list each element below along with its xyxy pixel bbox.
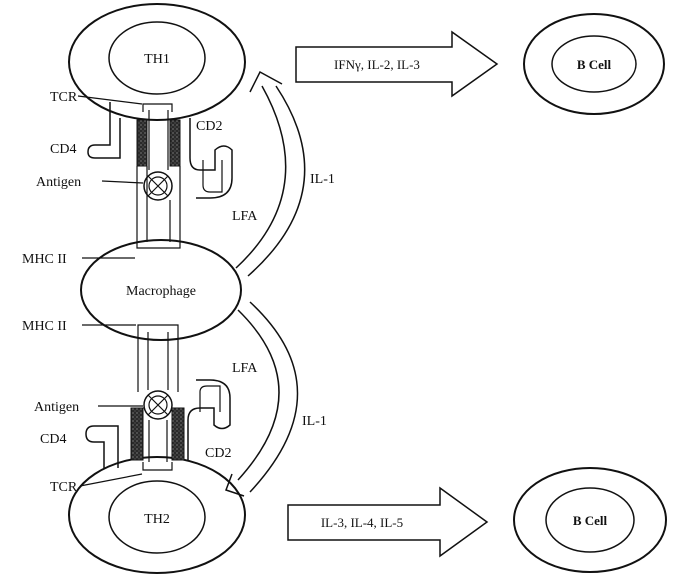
lfa-bottom-label: LFA	[232, 361, 258, 376]
cd4-bottom-label: CD4	[40, 432, 66, 447]
th2-label: TH2	[144, 512, 170, 527]
cd2-bottom-label: CD2	[205, 446, 231, 461]
th1-cell: TH1	[68, 3, 246, 121]
mhc-bottom-label: MHC II	[22, 319, 67, 334]
macrophage-cell: Macrophage	[80, 239, 242, 341]
antigen-top-label: Antigen	[36, 175, 81, 190]
bottom-cytokine-label: IL-3, IL-4, IL-5	[321, 515, 403, 530]
tcr-bottom-label: TCR	[50, 480, 78, 495]
b-cell-top: B Cell	[523, 13, 665, 115]
cd2-top-label: CD2	[196, 119, 222, 134]
top-cytokine-arrow: IFNγ, IL-2, IL-3	[295, 30, 499, 98]
macrophage-label: Macrophage	[126, 284, 196, 299]
il1-top-arrow	[235, 70, 306, 277]
bottom-cytokine-arrow: IL-3, IL-4, IL-5	[287, 486, 489, 558]
top-receptor-complex	[87, 102, 233, 249]
bottom-receptor-complex	[85, 324, 231, 471]
tcr-top-label: TCR	[50, 90, 78, 105]
il1-top-label: IL-1	[310, 172, 335, 187]
mhc-top-label: MHC II	[22, 252, 67, 267]
top-cytokine-label: IFNγ, IL-2, IL-3	[334, 57, 420, 72]
cd4-top-label: CD4	[50, 142, 76, 157]
th2-cell: TH2	[68, 456, 246, 574]
th1-label: TH1	[144, 52, 170, 67]
antigen-bottom-label: Antigen	[34, 400, 79, 415]
right-labels: CD2 LFA IL-1 LFA IL-1 CD2	[196, 119, 335, 461]
il1-bottom-label: IL-1	[302, 414, 327, 429]
lfa-top-label: LFA	[232, 209, 258, 224]
b-cell-bottom-label: B Cell	[573, 513, 608, 528]
b-cell-bottom: B Cell	[513, 467, 667, 573]
left-labels: TCR CD4 Antigen MHC II MHC II Antigen CD…	[22, 90, 144, 495]
b-cell-top-label: B Cell	[577, 57, 612, 72]
il1-bottom-arrow	[225, 301, 299, 497]
